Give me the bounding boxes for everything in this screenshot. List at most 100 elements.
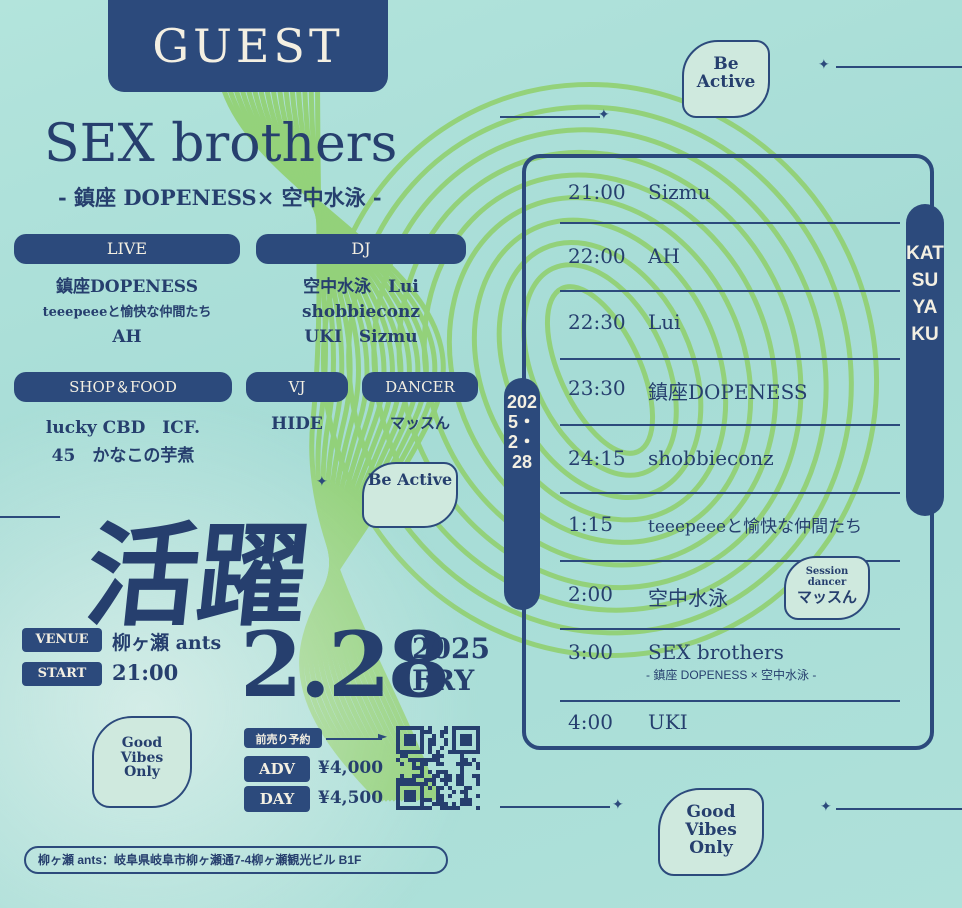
dancer-artist: マッスん: [389, 414, 450, 432]
vj-header: VJ: [246, 372, 348, 402]
start-label: START: [37, 666, 87, 681]
timetable-time: 21:00: [568, 180, 626, 204]
timetable-divider: [560, 700, 900, 702]
venue-label-box: VENUE: [22, 628, 102, 652]
day-label: DAY: [259, 790, 295, 808]
sparkle-icon: ✦: [598, 107, 610, 123]
sparkle-icon: ✦: [316, 474, 328, 490]
start-label-box: START: [22, 662, 102, 686]
live-lineup: 鎮座DOPENESS teeepeeeと愉快な仲間たち AH: [14, 275, 240, 350]
address-bar: 柳ヶ瀬 ants：岐阜県岐阜市柳ヶ瀬通7-4柳ヶ瀬観光ビル B1F: [24, 846, 448, 874]
start-value: 21:00: [112, 660, 179, 685]
date-year: 2025: [412, 632, 490, 665]
ornament-line: [500, 116, 600, 118]
live-artist: AH: [112, 327, 142, 347]
timetable-divider: [560, 290, 900, 292]
timetable-artist: teeepeeeと愉快な仲間たち: [648, 517, 863, 537]
be-active-badge-top: Be Active: [682, 40, 770, 118]
dj-label: DJ: [351, 239, 371, 258]
live-artist: 鎮座DOPENESS: [56, 277, 198, 297]
timetable-divider: [560, 492, 900, 494]
timetable-row: 4:00 UKI: [560, 710, 900, 750]
timetable-artist: UKI: [648, 710, 688, 734]
arrow-line: [326, 738, 382, 740]
dj-artist: shobbieconz: [301, 302, 421, 322]
session-line2: dancer: [807, 576, 847, 588]
venue-label: VENUE: [35, 632, 89, 647]
adv-label: ADV: [258, 760, 296, 778]
timetable-row: 2:00 空中水泳: [560, 582, 900, 622]
timetable-time: 24:15: [568, 446, 626, 470]
good-vibes-text: Good Vibes Only: [120, 735, 164, 781]
session-dancer-badge: Session dancer マッスん: [784, 556, 870, 620]
timetable-time: 1:15: [568, 512, 613, 536]
timetable-divider: [560, 628, 900, 630]
day-price: ¥4,500: [318, 788, 384, 808]
good-vibes-badge-right: Good Vibes Only: [658, 788, 764, 876]
presale-label-box: 前売り予約: [244, 728, 322, 748]
timetable-time: 4:00: [568, 710, 613, 734]
shop-food-list: lucky CBD ICF. 45 かなこの芋煮: [14, 414, 232, 470]
venue-value: 柳ヶ瀬 ants: [112, 632, 222, 654]
timetable-row: 24:15 shobbieconz: [560, 446, 900, 486]
timetable-time: 22:00: [568, 244, 626, 268]
timetable-row: 22:00 AH: [560, 244, 900, 284]
timetable-divider: [560, 222, 900, 224]
timetable-artist: 鎮座DOPENESS: [648, 380, 808, 404]
qr-code[interactable]: [396, 726, 480, 810]
date-weekday: FRY: [412, 664, 475, 697]
good-vibes-badge-left: Good Vibes Only: [92, 716, 192, 808]
guest-tab: GUEST: [108, 0, 388, 92]
adv-price: ¥4,000: [318, 758, 384, 778]
live-header: LIVE: [14, 234, 240, 264]
timetable-divider: [560, 424, 900, 426]
sparkle-icon: ✦: [820, 799, 832, 815]
good-vibes-text: Good Vibes Only: [685, 802, 737, 858]
date-big: 2.28: [240, 612, 450, 718]
sparkle-icon: ✦: [818, 57, 830, 73]
timetable-row: 23:30 鎮座DOPENESS: [560, 376, 900, 416]
presale-label: 前売り予約: [255, 734, 311, 746]
sparkle-icon: ✦: [612, 797, 624, 813]
timetable-time: 23:30: [568, 376, 626, 400]
be-active-text: Be Active: [696, 54, 756, 92]
shop-item: 45 かなこの芋煮: [51, 446, 195, 466]
timetable-artist: Sizmu: [648, 180, 711, 204]
dj-header: DJ: [256, 234, 466, 264]
dj-artist: 空中水泳 Lui: [303, 277, 419, 297]
arrow-head-icon: ►: [378, 729, 388, 743]
headliner-name: SEX brothers: [44, 114, 398, 174]
timetable-time: 2:00: [568, 582, 613, 606]
timetable-time: 22:30: [568, 310, 626, 334]
timetable-row: 1:15 teeepeeeと愉快な仲間たち: [560, 512, 900, 552]
adv-label-box: ADV: [244, 756, 310, 782]
timetable-artist: 空中水泳: [648, 586, 728, 610]
date-pill: 2025・2・28: [504, 378, 540, 610]
shop-food-label: SHOP＆FOOD: [69, 378, 177, 396]
shop-item: lucky CBD ICF.: [45, 418, 201, 438]
live-label: LIVE: [106, 239, 148, 258]
katsuyaku-pill: KATSUYAKU: [906, 204, 944, 516]
be-active-badge: Be Active: [362, 462, 458, 528]
timetable-time: 3:00: [568, 640, 613, 664]
dancer-label: DANCER: [385, 378, 455, 396]
dj-lineup: 空中水泳 Lui shobbieconz UKI Sizmu: [256, 275, 466, 350]
live-artist: teeepeeeと愉快な仲間たち: [42, 305, 212, 320]
ornament-line: [0, 516, 60, 518]
headliner-subtitle: - 鎮座 DOPENESS× 空中水泳 -: [58, 185, 382, 210]
katsuyaku-label: KATSUYAKU: [906, 243, 944, 345]
timetable-artist: shobbieconz: [648, 446, 774, 470]
timetable-artist: AH: [648, 244, 680, 268]
ornament-line: [836, 808, 962, 810]
timetable-divider: [560, 358, 900, 360]
vj-label: VJ: [288, 378, 306, 396]
timetable-artist: Lui: [648, 310, 681, 334]
date-pill-label: 2025・2・28: [506, 392, 538, 472]
session-line3: マッスん: [796, 588, 857, 606]
timetable-row: 22:30 Lui: [560, 310, 900, 350]
dancer-header: DANCER: [362, 372, 478, 402]
timetable-row: 21:00 Sizmu: [560, 180, 900, 220]
dj-artist: UKI Sizmu: [304, 327, 418, 347]
